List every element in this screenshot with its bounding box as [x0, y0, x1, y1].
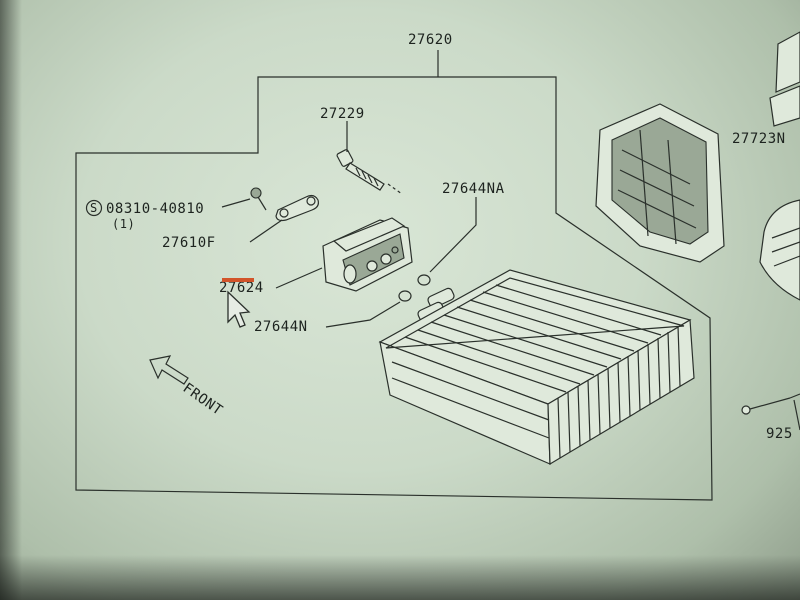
highlight-bar — [222, 278, 254, 282]
bolt-part — [336, 149, 385, 191]
callout-27644N: 27644N — [254, 319, 308, 335]
screw-part — [250, 187, 267, 211]
front-label: FRONT — [180, 380, 226, 419]
callout-925: 925 — [766, 426, 793, 442]
callout-27229: 27229 — [320, 106, 365, 122]
leader-oring-lower — [325, 301, 401, 328]
mouse-pointer-icon — [227, 290, 251, 328]
flange-part — [322, 217, 413, 292]
evaporator-core — [378, 269, 695, 466]
callout-27644NA: 27644NA — [442, 181, 505, 197]
leader-oring-upper — [429, 197, 477, 273]
leader-bolt-dashed — [387, 183, 403, 195]
leader-screw — [221, 198, 251, 208]
callout-screw-qty: (1) — [112, 217, 135, 231]
callout-08310-40810: 08310-40810 — [106, 201, 204, 217]
callout-27624: 27624 — [219, 280, 264, 296]
screw-symbol: S — [90, 201, 98, 215]
callout-27610F: 27610F — [162, 235, 216, 251]
adjacent-part-top — [769, 31, 800, 127]
leader-flange — [275, 267, 323, 289]
bracket-part — [275, 194, 319, 222]
oring-upper — [417, 274, 431, 286]
leader-bracket — [249, 219, 283, 243]
front-arrow-icon — [149, 355, 189, 385]
hvac-housing-part — [595, 103, 725, 263]
callout-27723N: 27723N — [732, 131, 786, 147]
oring-lower — [398, 290, 412, 302]
callout-27620: 27620 — [408, 32, 453, 48]
adjacent-part-middle — [759, 199, 800, 301]
adjacent-hose-part — [741, 393, 800, 431]
